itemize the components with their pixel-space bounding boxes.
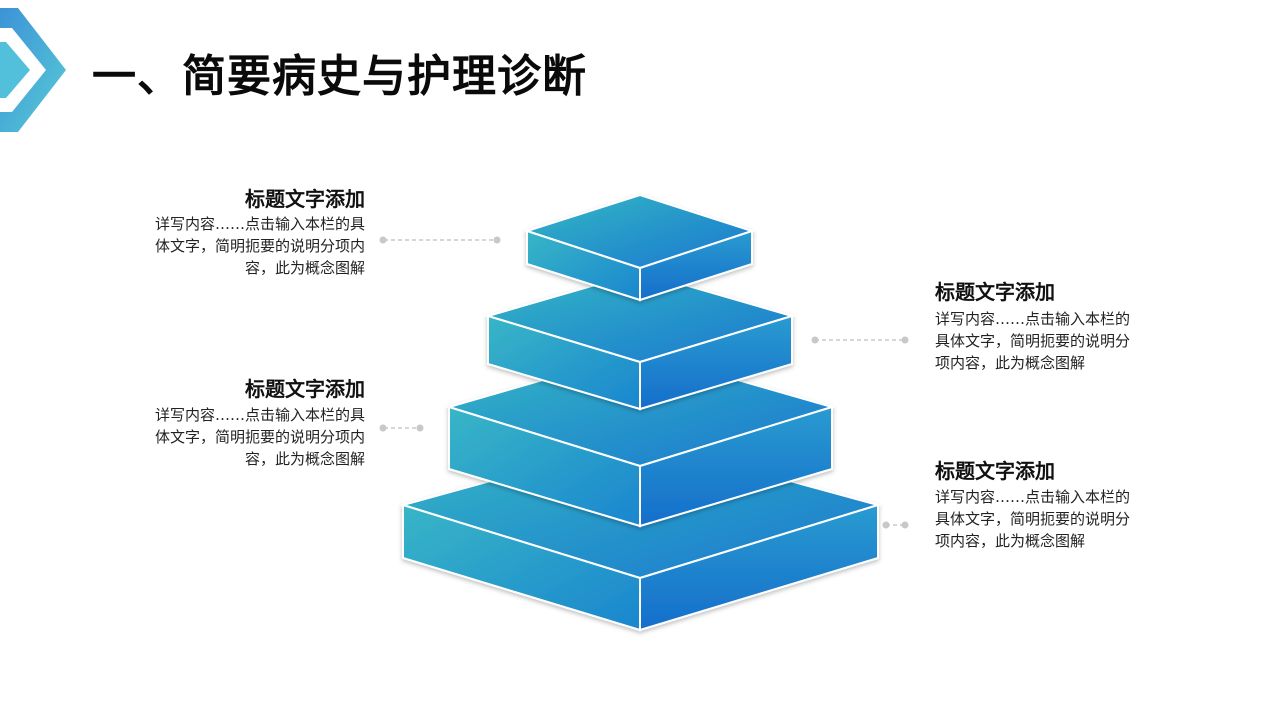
callout-3-line-2: 体文字，简明扼要的说明分项内 — [154, 428, 365, 446]
callout-2-body: 详写内容……点击输入本栏的 具体文字，简明扼要的说明分 项内容，此为概念图解 — [935, 308, 1205, 374]
callout-1-line-1: 详写内容……点击输入本栏的具 — [154, 215, 365, 233]
callout-1-line-3: 容，此为概念图解 — [244, 259, 365, 277]
corner-chevron-decoration — [0, 8, 66, 132]
callout-3-line-3: 容，此为概念图解 — [244, 450, 365, 468]
callout-4-line-1: 详写内容……点击输入本栏的 — [935, 488, 1131, 506]
callout-4-body: 详写内容……点击输入本栏的 具体文字，简明扼要的说明分 项内容，此为概念图解 — [935, 486, 1205, 552]
callout-3-line-1: 详写内容……点击输入本栏的具 — [154, 406, 365, 424]
callout-1-heading: 标题文字添加 — [245, 187, 365, 211]
pyramid-layer-2 — [484, 270, 796, 411]
callout-4-line-3: 项内容，此为概念图解 — [935, 532, 1086, 550]
callout-2-line-2: 具体文字，简明扼要的说明分 — [935, 332, 1131, 350]
connector-3 — [379, 424, 424, 432]
connector-4 — [882, 521, 909, 529]
callout-1-line-2: 体文字，简明扼要的说明分项内 — [154, 237, 365, 255]
pyramid-layer-1 — [523, 193, 756, 302]
slide-title: 一、简要病史与护理诊断 — [92, 51, 587, 102]
callout-2-heading: 标题文字添加 — [935, 280, 1055, 304]
connector-2 — [811, 336, 909, 344]
callout-4-heading: 标题文字添加 — [935, 459, 1055, 483]
callout-1-body: 详写内容……点击输入本栏的具 体文字，简明扼要的说明分项内 容，此为概念图解 — [95, 213, 365, 279]
callout-2-line-3: 项内容，此为概念图解 — [935, 354, 1086, 372]
callout-3-body: 详写内容……点击输入本栏的具 体文字，简明扼要的说明分项内 容，此为概念图解 — [95, 404, 365, 470]
connector-1 — [379, 236, 501, 244]
callout-2-line-1: 详写内容……点击输入本栏的 — [935, 310, 1131, 328]
callout-4-line-2: 具体文字，简明扼要的说明分 — [935, 510, 1131, 528]
callout-3-heading: 标题文字添加 — [245, 377, 365, 401]
